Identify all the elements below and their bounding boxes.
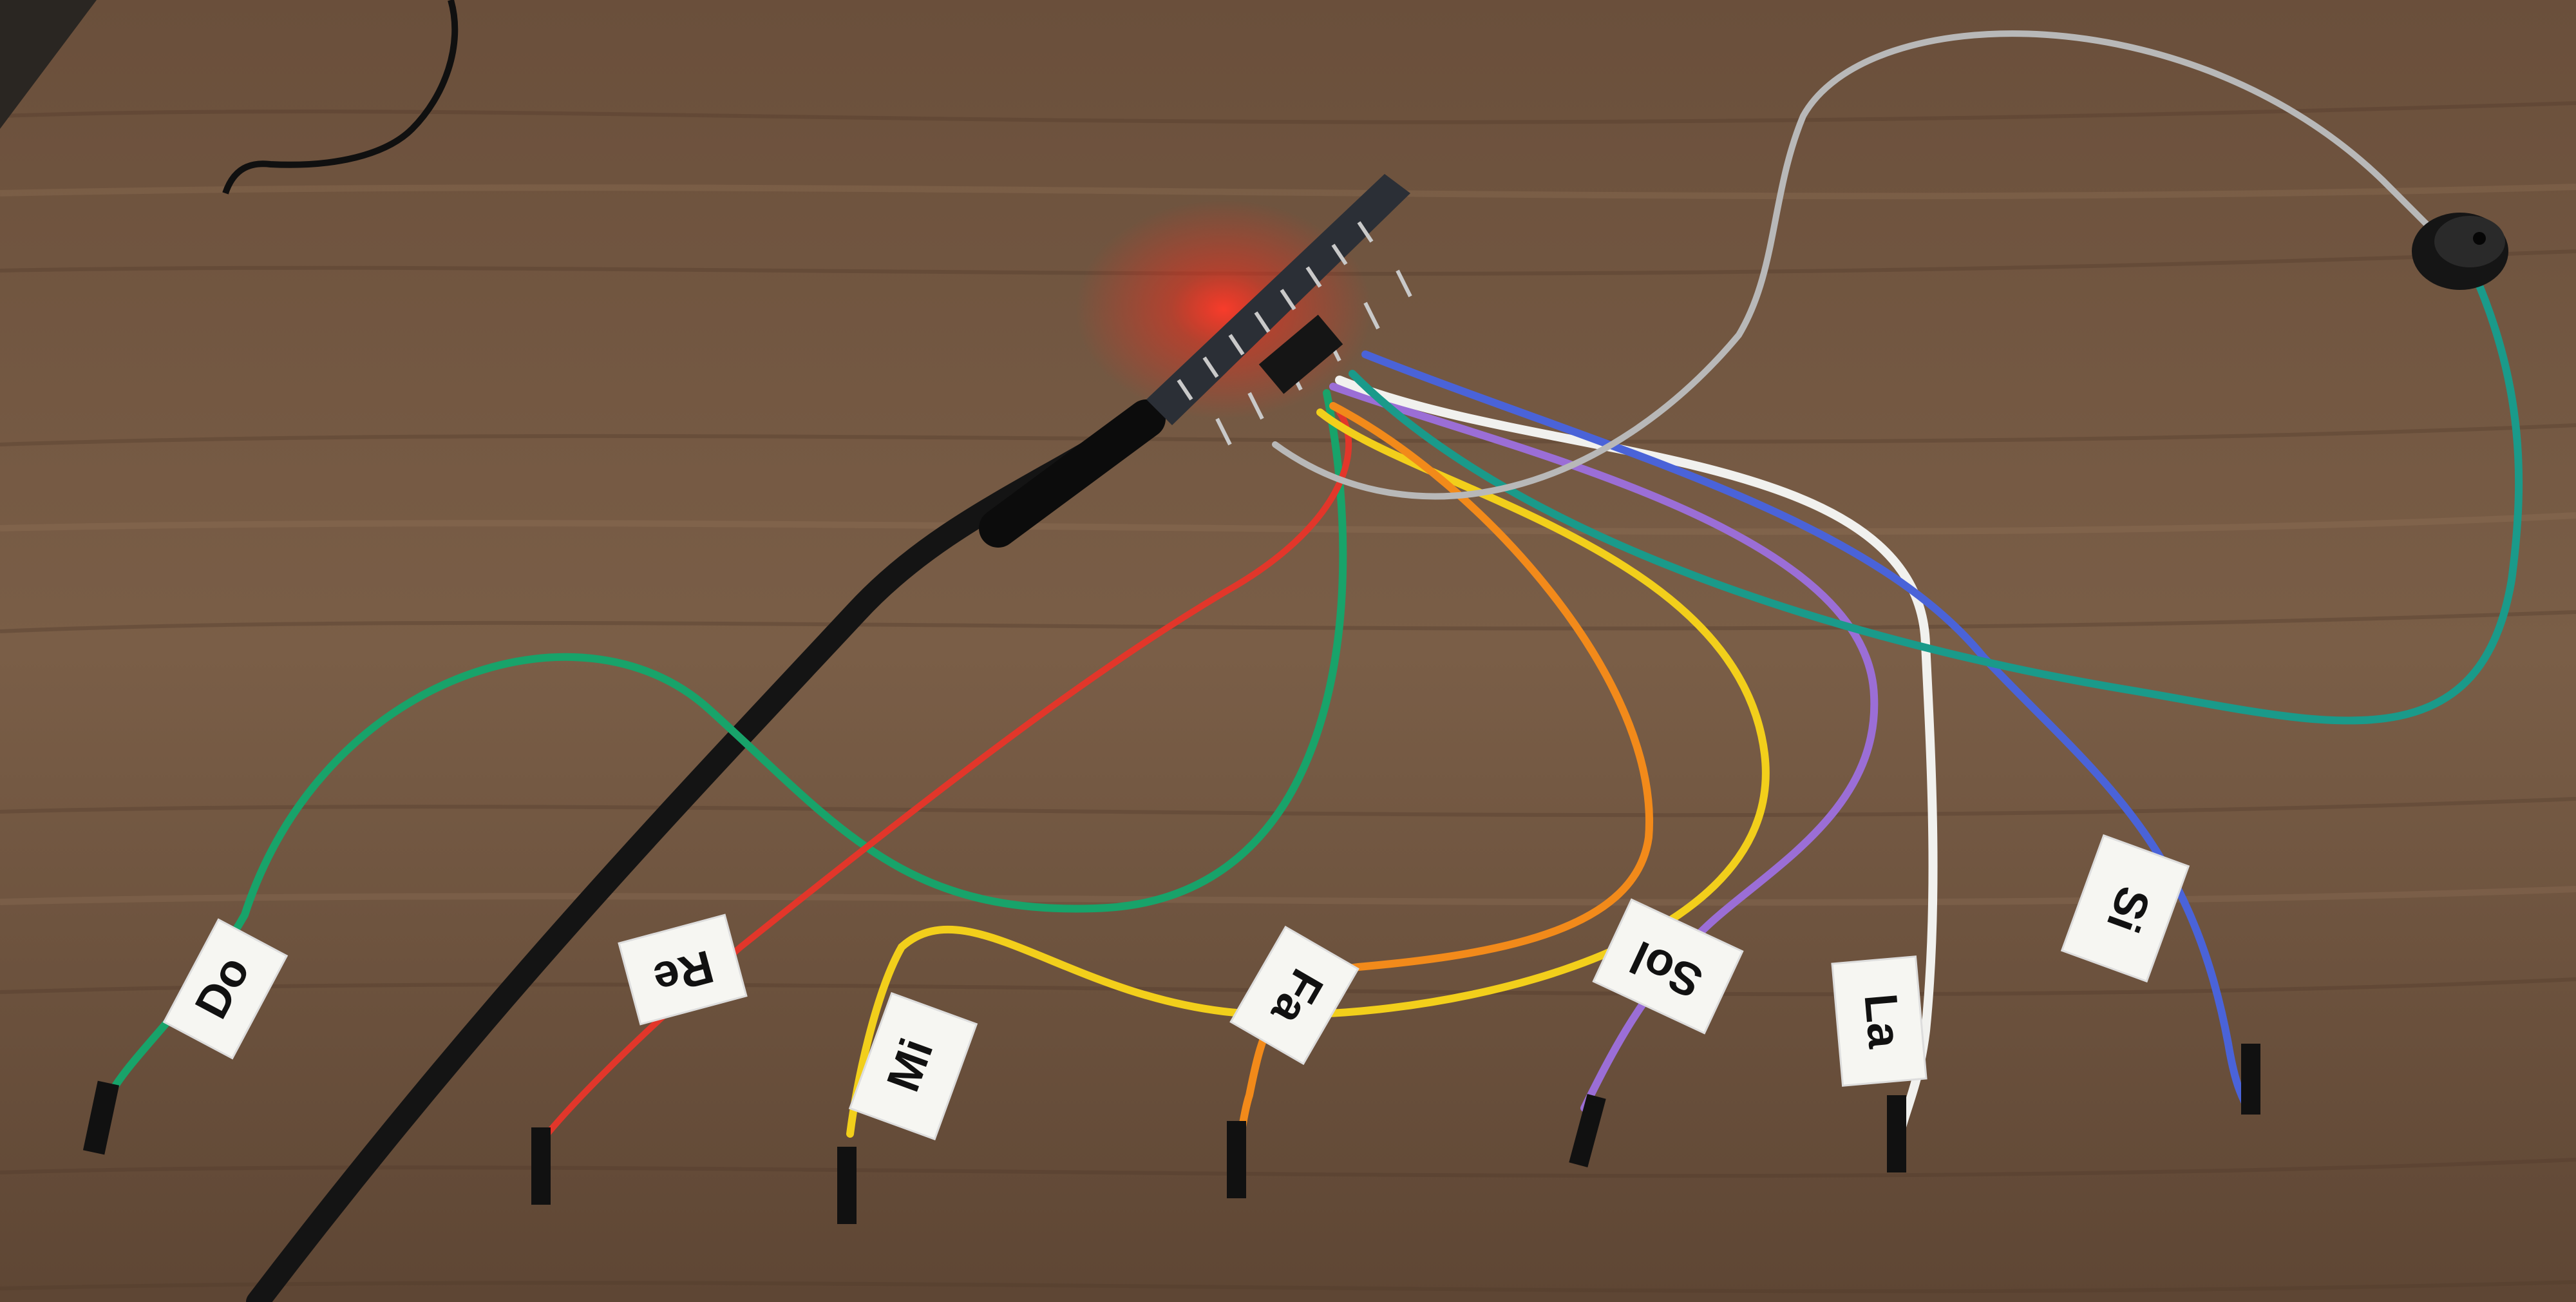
header-block: [1258, 314, 1343, 394]
loose-black-wire: [222, 0, 459, 195]
wire-buzzer-grey: [1272, 30, 2450, 500]
connector-pins: [82, 1044, 2260, 1224]
wire-buzzer-teal: [1349, 267, 2523, 725]
wire-si: [1361, 350, 2251, 1112]
tape-label-re: Re: [618, 914, 748, 1026]
tape-label-fa: Fa: [1229, 925, 1359, 1066]
wire-la: [1335, 376, 1938, 1138]
label-la: La: [1854, 991, 1910, 1051]
corner-object: [0, 0, 97, 129]
tape-label-si: Si: [2060, 834, 2190, 983]
wire-re: [544, 409, 1352, 1137]
wire-mi: [846, 408, 1770, 1138]
tape-label-la: La: [1831, 955, 1927, 1087]
tape-label-sol: Sol: [1592, 898, 1744, 1035]
arduino-board: [1146, 174, 1412, 446]
wire-do: [106, 389, 1347, 1099]
tape-label-do: Do: [162, 918, 289, 1060]
wire-fa: [1233, 402, 1654, 1151]
buzzer: [2412, 213, 2508, 290]
usb-plug: [979, 399, 1166, 548]
tape-label-mi: Mi: [848, 991, 978, 1141]
